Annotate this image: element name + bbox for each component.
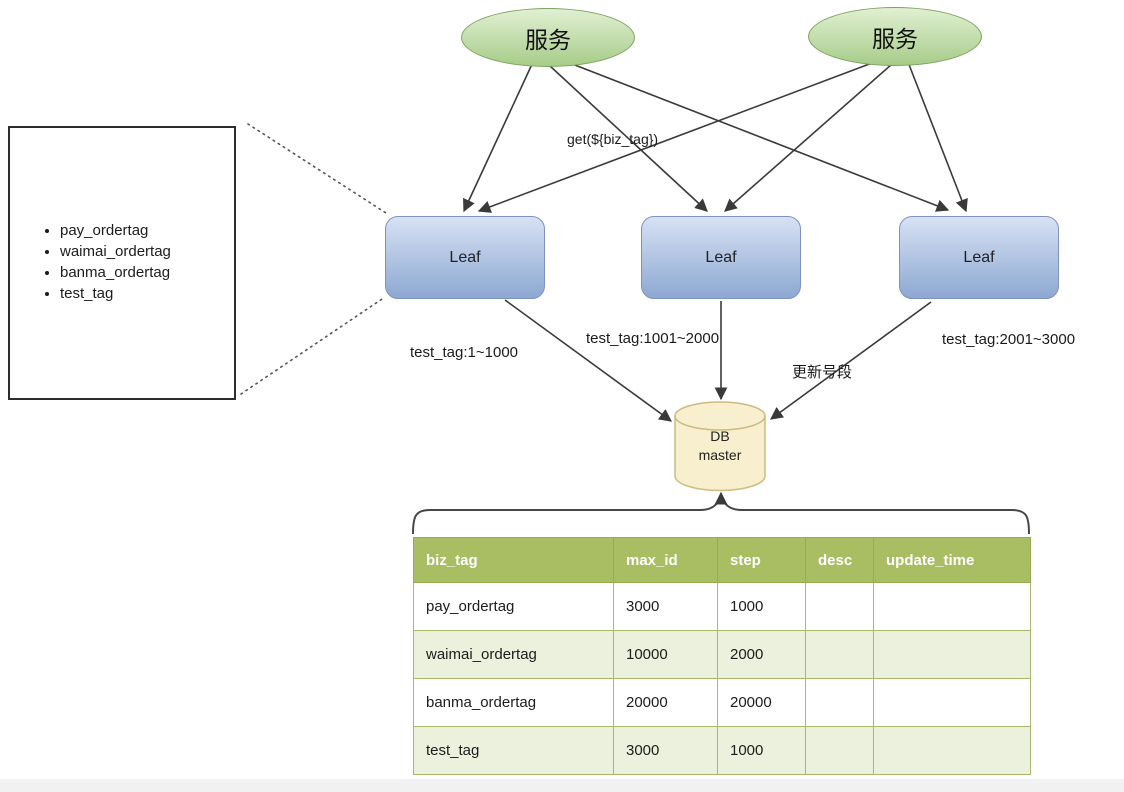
db-master-label: DB master — [675, 427, 765, 465]
list-item: banma_ordertag — [60, 262, 171, 283]
list-item: waimai_ordertag — [60, 241, 171, 262]
table-brace — [412, 497, 1030, 535]
table-cell: 20000 — [717, 678, 806, 727]
service-node-1: 服务 — [461, 8, 635, 67]
table-cell: waimai_ordertag — [413, 630, 614, 679]
callout-dotted-line-top — [247, 123, 387, 214]
table-cell — [873, 630, 1031, 679]
edge-label-segment-leaf2: test_tag:1001~2000 — [586, 330, 720, 347]
table-header-cell: step — [717, 537, 806, 583]
list-item: pay_ordertag — [60, 220, 171, 241]
arrow-s1-l2 — [549, 65, 708, 212]
list-item: test_tag — [60, 283, 171, 304]
service-node-2: 服务 — [808, 7, 982, 66]
leaf-node-1: Leaf — [385, 216, 545, 299]
table-row: pay_ordertag 3000 1000 — [413, 582, 1031, 631]
table-cell: banma_ordertag — [413, 678, 614, 727]
table-header-cell: update_time — [873, 537, 1031, 583]
table-row: test_tag 3000 1000 — [413, 726, 1031, 775]
table-header-cell: max_id — [613, 537, 718, 583]
table-header-cell: biz_tag — [413, 537, 614, 583]
table-cell: 2000 — [717, 630, 806, 679]
table-cell: 3000 — [613, 726, 718, 775]
segments-table: biz_tag max_id step desc update_time pay… — [413, 537, 1031, 775]
edge-label-update-segment: 更新号段 — [792, 364, 853, 381]
table-cell — [805, 678, 874, 727]
table-cell: 20000 — [613, 678, 718, 727]
table-header-row: biz_tag max_id step desc update_time — [413, 537, 1031, 583]
db-label-line2: master — [698, 447, 742, 463]
leaf-label: Leaf — [449, 248, 481, 266]
arrow-l1-db — [504, 299, 673, 422]
arrow-s1-l3 — [561, 59, 950, 212]
service-to-leaf-arrows — [463, 59, 968, 213]
arrow-s2-l2 — [724, 63, 893, 212]
leaf-label: Leaf — [963, 248, 995, 266]
table-cell — [805, 582, 874, 631]
table-cell: 1000 — [717, 726, 806, 775]
table-row: waimai_ordertag 10000 2000 — [413, 630, 1031, 679]
page-bottom-strip — [0, 779, 1124, 792]
arrow-s1-l1 — [463, 61, 534, 213]
leaf-to-db-arrows — [504, 299, 932, 422]
table-cell: test_tag — [413, 726, 614, 775]
leaf-node-2: Leaf — [641, 216, 801, 299]
table-cell: 10000 — [613, 630, 718, 679]
callout-box: pay_ordertag waimai_ordertag banma_order… — [8, 126, 236, 400]
arrow-s2-l3 — [907, 61, 968, 213]
database-cylinder-icon — [674, 401, 766, 492]
table-cell — [805, 726, 874, 775]
service-label: 服务 — [872, 25, 918, 52]
edge-label-get-request: get(${biz_tag}) — [567, 131, 659, 147]
table-cell — [873, 678, 1031, 727]
table-cell — [805, 630, 874, 679]
callout-dotted-line-bottom — [240, 296, 386, 395]
table-cell: pay_ordertag — [413, 582, 614, 631]
leaf-label: Leaf — [705, 248, 737, 266]
table-row: banma_ordertag 20000 20000 — [413, 678, 1031, 727]
edge-label-segment-leaf1: test_tag:1~1000 — [410, 344, 519, 361]
service-label: 服务 — [525, 26, 571, 53]
table-cell: 3000 — [613, 582, 718, 631]
callout-list: pay_ordertag waimai_ordertag banma_order… — [40, 220, 171, 304]
table-cell — [873, 582, 1031, 631]
table-header-cell: desc — [805, 537, 874, 583]
leaf-node-3: Leaf — [899, 216, 1059, 299]
db-label-line1: DB — [710, 428, 730, 444]
table-cell: 1000 — [717, 582, 806, 631]
arrow-l3-db — [769, 301, 932, 420]
table-cell — [873, 726, 1031, 775]
edge-label-segment-leaf3: test_tag:2001~3000 — [942, 331, 1076, 348]
arrow-s2-l1 — [477, 59, 881, 213]
